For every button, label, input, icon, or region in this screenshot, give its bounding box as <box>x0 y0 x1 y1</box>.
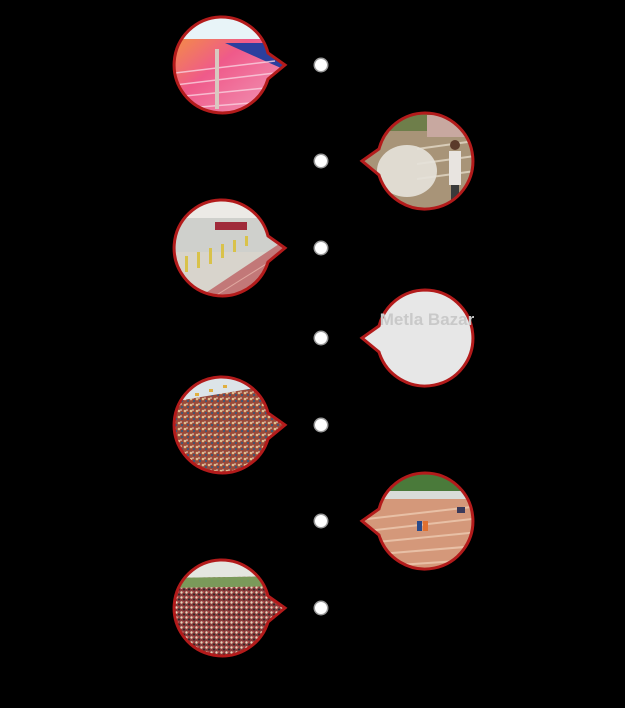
timeline-dot[interactable] <box>315 602 327 614</box>
timeline-dot[interactable] <box>315 242 327 254</box>
photo-image <box>172 375 288 475</box>
photo-image <box>172 198 288 298</box>
placeholder-bubble[interactable]: Metla Bazar <box>357 286 489 390</box>
photo-bubble[interactable] <box>165 373 297 477</box>
photo-bubble[interactable] <box>165 196 297 300</box>
timeline-dot[interactable] <box>315 515 327 527</box>
placeholder-shape <box>359 288 475 388</box>
timeline-dot[interactable] <box>315 332 327 344</box>
photo-image <box>359 471 475 571</box>
timeline-dot[interactable] <box>315 155 327 167</box>
photo-image <box>172 558 288 658</box>
photo-bubble[interactable] <box>165 556 297 660</box>
photo-image <box>359 111 475 211</box>
photo-bubble[interactable] <box>357 469 489 573</box>
photo-bubble[interactable] <box>357 109 489 213</box>
placeholder-label: Metla Bazar <box>379 310 475 329</box>
photo-image <box>172 15 288 115</box>
timeline-dot[interactable] <box>315 59 327 71</box>
photo-bubble[interactable] <box>165 13 297 117</box>
timeline-dot[interactable] <box>315 419 327 431</box>
